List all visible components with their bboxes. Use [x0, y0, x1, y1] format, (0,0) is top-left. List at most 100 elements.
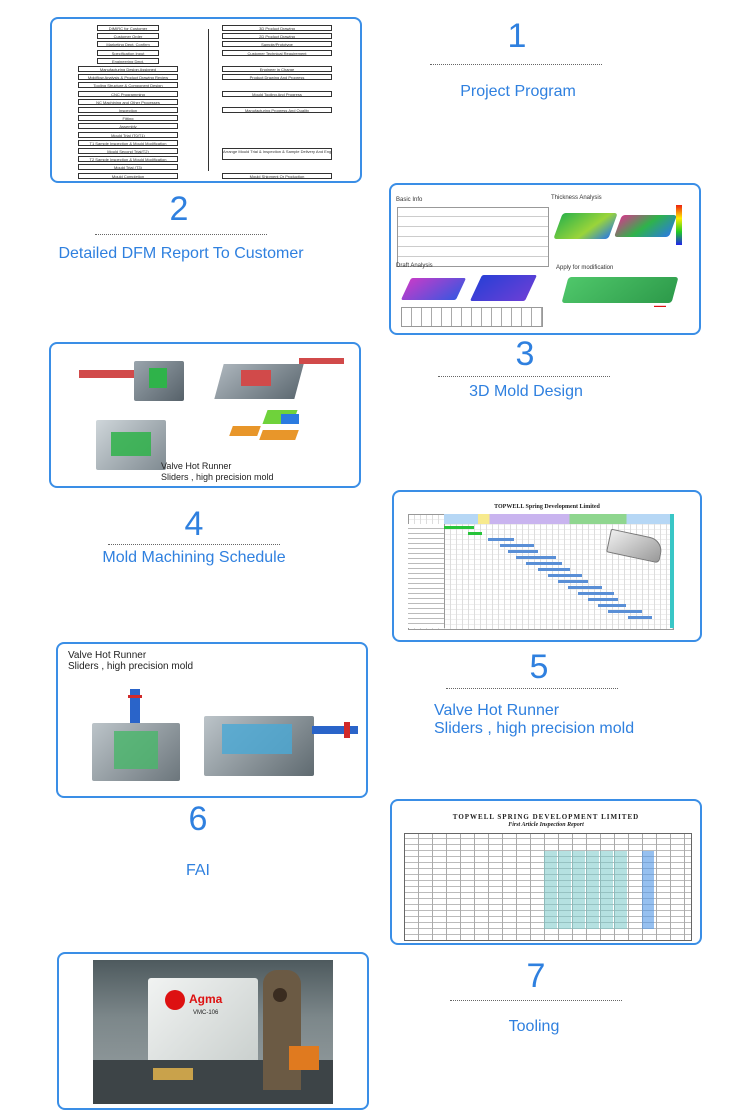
section-caption-5b: Sliders , high precision mold: [434, 720, 635, 737]
dfm-basic-info-table: [397, 207, 549, 267]
schedule-title: TOPWELL Spring Development Limited: [494, 504, 600, 510]
flowchart-step: Mould Trial (T0/T1): [78, 131, 178, 138]
mold-design-text-2: Sliders , high precision mold: [161, 472, 274, 482]
dfm-report-panel: Basic Info Thickness Analysis Draft Anal…: [389, 183, 701, 335]
mold-design-text-1: Valve Hot Runner: [161, 461, 232, 471]
flowchart-step: Fitting: [78, 115, 178, 122]
section-caption-7: Tooling: [508, 1018, 560, 1035]
section-caption-2: Detailed DFM Report To Customer: [58, 245, 304, 262]
dfm-draft-label: Draft Analysis: [396, 263, 433, 269]
section-number-6: 6: [188, 800, 208, 838]
section-number-3: 3: [515, 335, 535, 373]
flowchart-step: NC Machining and Other Processes: [78, 98, 178, 105]
flowchart-note: Customer Technical Requirement: [222, 49, 332, 56]
flowchart-note: Arrange Mould Trial & Inspection & Sampl…: [222, 148, 332, 160]
tooling-photo: Agma VMC-106: [93, 960, 333, 1104]
hot-runner-mold-1: [82, 689, 192, 789]
flowchart-step: Engineering Dept.: [97, 57, 159, 64]
flowchart-step: Mould Second Trial(T2): [78, 148, 178, 154]
divider-2: [95, 234, 267, 235]
gantt-bar: [526, 562, 562, 565]
divider-5: [446, 688, 618, 689]
tooling-panel: Agma VMC-106: [57, 952, 369, 1110]
hot-runner-mold-2: [204, 704, 360, 784]
gantt-bar: [558, 580, 588, 583]
flowchart-step: Marketing Dept. Confirm: [97, 41, 159, 48]
flowchart-step: Mould Completion: [78, 172, 178, 179]
flowchart-step: Customer Order: [97, 33, 159, 40]
section-caption-5a: Valve Hot Runner: [434, 702, 560, 719]
gantt-bar: [578, 592, 614, 595]
divider-7: [450, 1000, 622, 1001]
flowchart-step: DIMIRC for Customer: [97, 25, 159, 31]
flowchart-step: Assembly: [78, 123, 178, 130]
section-caption-1: Project Program: [460, 83, 576, 100]
machining-schedule-panel: TOPWELL Spring Development Limited: [392, 490, 702, 642]
flowchart-step: Mould Trial (T3): [78, 164, 178, 171]
flowchart-step: T2 Sample Inspection & Mould Modificatio…: [78, 156, 178, 163]
section-number-5: 5: [529, 648, 549, 686]
flowchart-step: Manufacturing Design Assigned: [78, 66, 178, 72]
mold-design-illustration-1: [79, 356, 199, 411]
flowchart-note: Mould Tooling And Progress: [222, 90, 332, 97]
tooling-model: VMC-106: [193, 1010, 219, 1016]
fai-highlight-columns: [544, 851, 628, 929]
dfm-thickness-image: [553, 205, 691, 250]
hot-runner-panel: Valve Hot Runner Sliders , high precisio…: [56, 642, 368, 798]
section-caption-3: 3D Mold Design: [469, 383, 583, 400]
gantt-bar: [568, 586, 602, 589]
flowchart-note: Mould Shipment Or Production: [222, 172, 332, 179]
hot-runner-text-2: Sliders , high precision mold: [68, 661, 194, 672]
fai-subtitle: First Article Inspection Report: [508, 822, 584, 828]
dfm-apply-image: ▬▬▬: [559, 273, 689, 328]
section-number-1: 1: [507, 17, 527, 55]
divider-4: [108, 544, 280, 545]
gantt-bar: [508, 550, 538, 553]
fai-table: [404, 833, 692, 941]
section-number-2: 2: [169, 190, 189, 228]
hot-runner-text-1: Valve Hot Runner: [68, 650, 147, 661]
dfm-apply-label: Apply for modification: [556, 265, 614, 271]
flowchart-step: CNC Programming: [78, 90, 178, 97]
flowchart-note: 3D Product Drawing: [222, 25, 332, 31]
gantt-bar: [548, 574, 582, 577]
flowchart-note: Manufacturing Progress And Quality: [222, 107, 332, 113]
flowchart-note: 2D Product Drawing: [222, 33, 332, 40]
gantt-bar: [468, 532, 482, 535]
gantt-today-marker: [670, 514, 674, 628]
divider-1: [430, 64, 602, 65]
gantt-bar: [488, 538, 514, 541]
flowchart-connector: [208, 29, 209, 171]
gantt-bar: [588, 598, 618, 601]
flowchart-step: Moldflow Analysis & Product Drawing Revi…: [78, 74, 178, 81]
gantt-bar: [538, 568, 570, 571]
flowchart-step: Tooling Structure & Component Design: [78, 82, 178, 89]
fai-title: TOPWELL SPRING DEVELOPMENT LIMITED: [452, 813, 640, 821]
gantt-bar: [516, 556, 556, 559]
gantt-task-column: [408, 524, 445, 628]
flowchart-note: Product Drawing And Progress: [222, 74, 332, 81]
mold-design-panel: Valve Hot Runner Sliders , high precisio…: [49, 342, 361, 488]
section-number-7: 7: [526, 957, 546, 995]
mold-design-illustration-4: [221, 408, 331, 454]
gantt-bar: [444, 526, 474, 529]
gantt-bar: [500, 544, 534, 547]
section-caption-6: FAI: [185, 862, 210, 879]
tooling-brand: Agma: [189, 992, 223, 1006]
flowchart-note: Engineer in Charge: [222, 66, 332, 72]
mold-design-illustration-3: [96, 412, 171, 472]
dfm-draft-image: [400, 273, 543, 328]
flowchart-step: T1 Sample Inspection & Mould Modificatio…: [78, 139, 178, 146]
flowchart-step: Inspection: [78, 107, 178, 113]
flowchart-step: Specification Input: [97, 49, 159, 56]
fai-result-column: [642, 851, 654, 929]
gantt-bar: [628, 616, 652, 619]
gantt-bar: [608, 610, 642, 613]
schedule-gantt: [408, 514, 688, 630]
divider-3: [438, 376, 610, 377]
section-caption-4: Mold Machining Schedule: [102, 549, 286, 566]
dfm-basic-info-label: Basic Info: [396, 197, 423, 203]
flowchart-note: Sample/Prototype: [222, 41, 332, 48]
